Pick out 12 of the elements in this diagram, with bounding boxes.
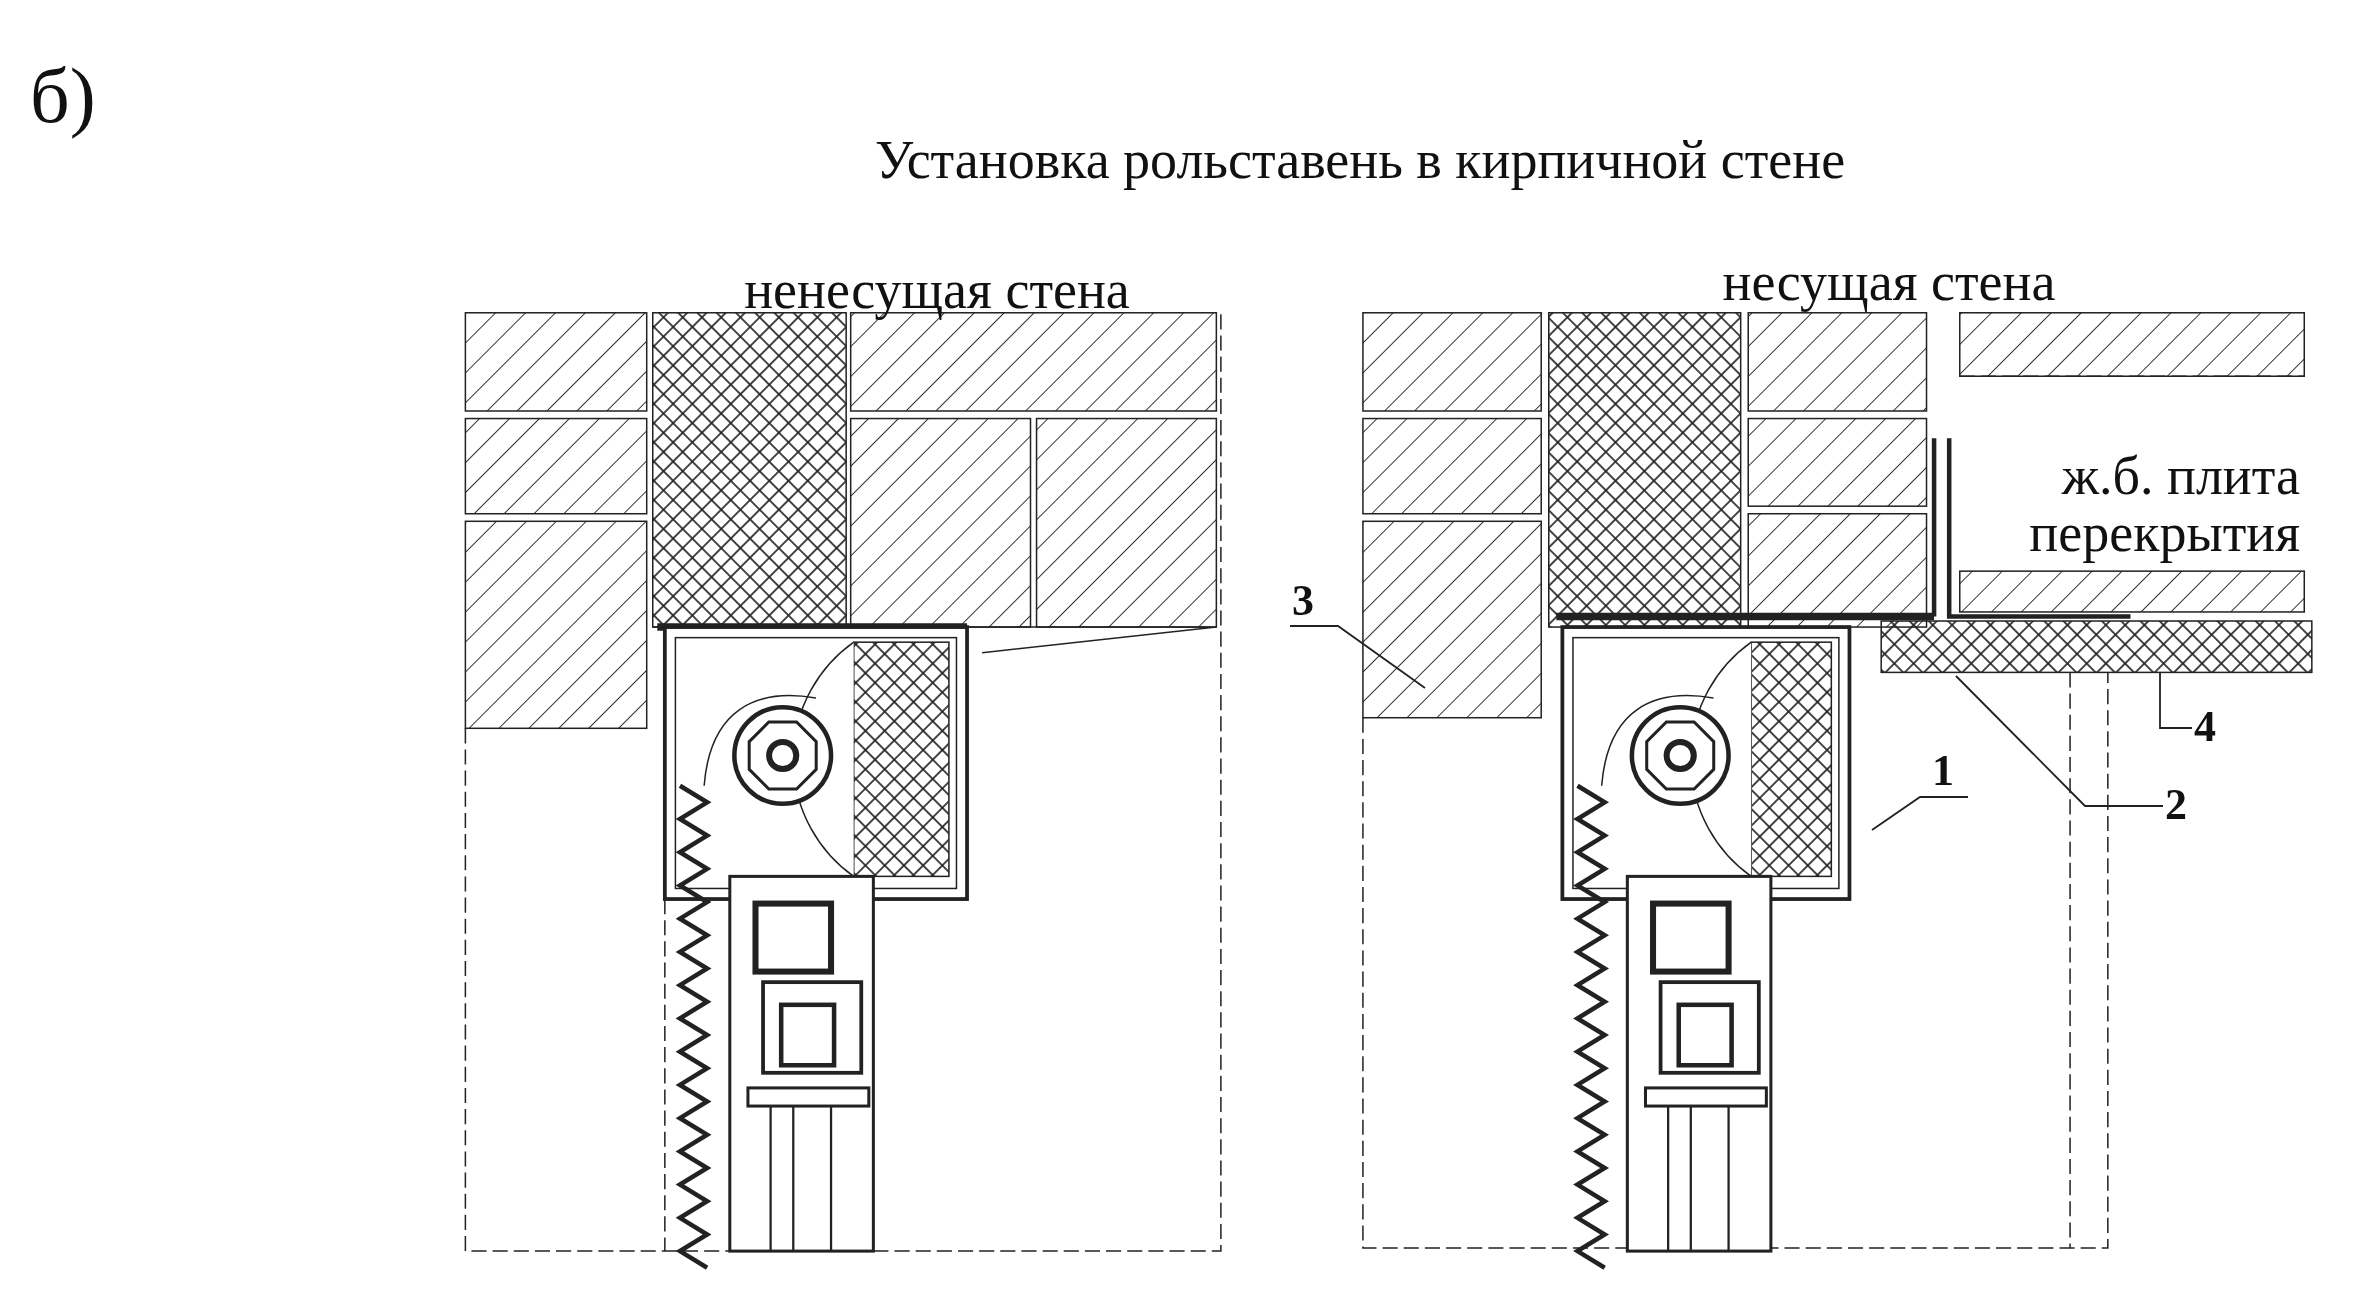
leader-line bbox=[1289, 625, 1426, 689]
wall-caption: несущая стена bbox=[1722, 254, 2056, 311]
leader-line bbox=[1871, 796, 1969, 831]
callout-number: 3 bbox=[1292, 578, 1314, 625]
callout-number: 2 bbox=[2165, 782, 2187, 829]
leader-line bbox=[2159, 671, 2193, 729]
leader-line bbox=[1955, 675, 2164, 807]
callout-number: 4 bbox=[2194, 704, 2216, 751]
callout-number: 1 bbox=[1932, 748, 1954, 795]
diagram-title: Установка рольставень в кирпичной стене bbox=[874, 132, 1846, 189]
wall-caption: ненесущая стена bbox=[744, 262, 1130, 319]
panel-letter: б) bbox=[30, 55, 96, 137]
